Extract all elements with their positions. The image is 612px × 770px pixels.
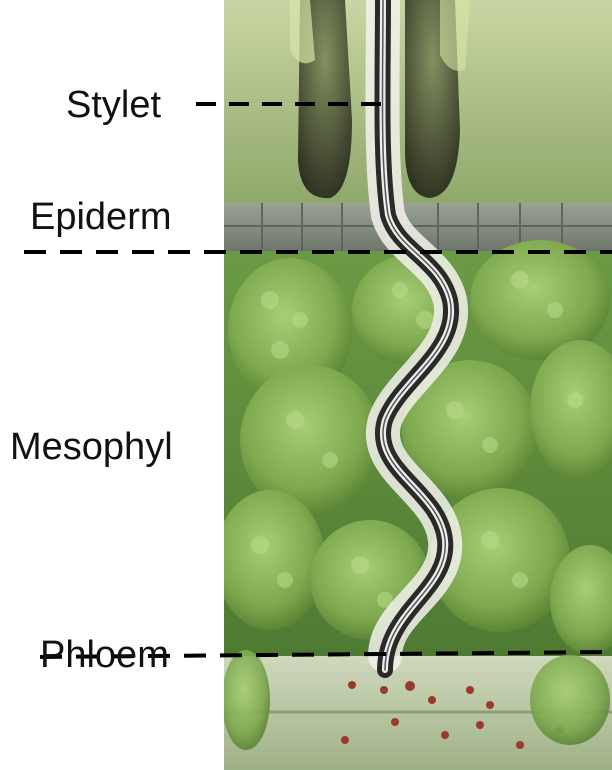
label-mesophyl: Mesophyl — [10, 428, 173, 466]
label-phloem: Phloem — [40, 636, 169, 674]
phloem-layer — [222, 650, 612, 770]
label-stylet: Stylet — [66, 86, 161, 124]
label-epiderm: Epiderm — [30, 198, 172, 236]
